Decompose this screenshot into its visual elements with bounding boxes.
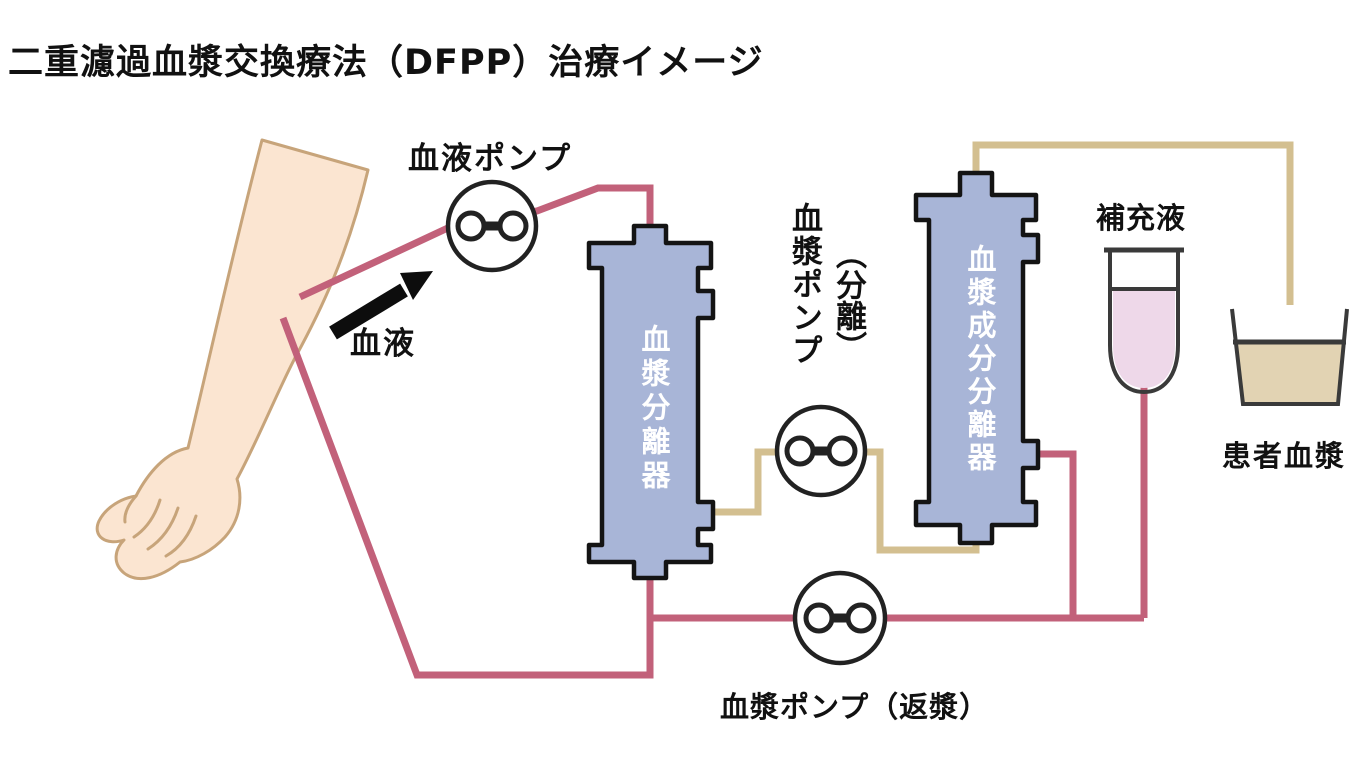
plasma-waste-line: [972, 141, 1294, 305]
plasma-tubing: [710, 141, 1294, 554]
diagram-title: 二重濾過血漿交換療法（DFPP）治療イメージ: [8, 43, 764, 83]
blood-return-line: [279, 316, 654, 679]
blood-label: 血液: [350, 326, 416, 362]
plasma-pump-separation: [774, 404, 868, 498]
blood-pump-label: 血液ポンプ: [408, 141, 573, 177]
replacement-fluid-liquid: [1113, 289, 1175, 388]
replacement-fluid-label: 補充液: [1096, 201, 1187, 235]
patient-plasma-label: 患者血漿: [1222, 439, 1347, 473]
plasma-pump-separation-paren-label: （分離）: [830, 238, 866, 362]
plasma-separator-column: [586, 223, 716, 581]
plasma-pump-return: [792, 570, 888, 666]
separator2-outlet-line: [1020, 450, 1077, 618]
plasma-component-separator-label: 血漿成分分離器: [963, 244, 997, 475]
plasma-pump-return-label: 血漿ポンプ（返漿）: [720, 690, 990, 724]
plasma-separator-label: 血漿分離器: [637, 324, 671, 494]
blood-flow-arrow: [329, 271, 433, 340]
plasma-component-separator-column: [913, 170, 1041, 546]
patient-arm: [95, 138, 370, 581]
blood-draw-line: [298, 184, 654, 301]
patient-plasma-liquid: [1236, 342, 1344, 402]
plasma-pump-separation-label: 血漿ポンプ: [786, 202, 822, 367]
blood-pump: [445, 179, 539, 273]
replacement-fluid-bottle: [1104, 247, 1184, 395]
patient-plasma-beaker: [1230, 308, 1349, 406]
plasma-separation-line: [710, 448, 980, 554]
